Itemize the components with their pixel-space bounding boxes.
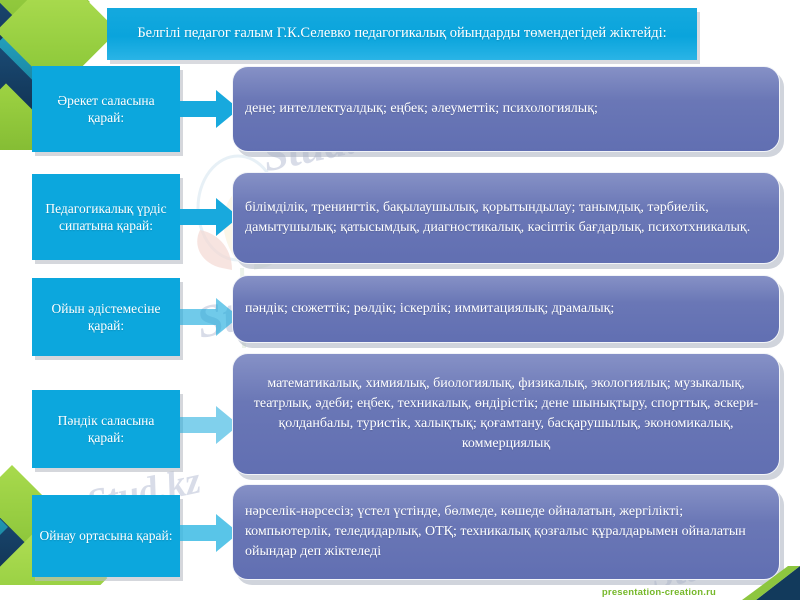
content-panel-5-box[interactable]: нәрселік-нәрсесіз; үстел үстінде, бөлмед… xyxy=(232,484,780,580)
content-panel-1-box[interactable]: дене; интеллектуалдық; еңбек; әлеуметтік… xyxy=(232,66,780,152)
arrow-right-icon-3 xyxy=(180,298,239,336)
content-panel-3-box[interactable]: пәндік; сюжеттік; рөлдік; іскерлік; имми… xyxy=(232,275,780,343)
category-label-1-box[interactable]: Әрекет саласына қарай: xyxy=(32,66,180,152)
arrow-right-icon-5 xyxy=(180,514,239,552)
category-label-5[interactable]: Ойнау ортасына қарай: xyxy=(32,495,183,581)
content-panel-3-text: пәндік; сюжеттік; рөлдік; іскерлік; имми… xyxy=(245,301,615,317)
content-panel-2[interactable]: білімділік, тренингтік, бақылаушылық, қо… xyxy=(232,172,784,269)
category-label-2-text: Педагогикалық үрдіс сипатына қарай: xyxy=(45,200,167,233)
title-banner: Белгілі педагог ғалым Г.К.Селевко педаго… xyxy=(107,8,697,60)
content-panel-1[interactable]: дене; интеллектуалдық; еңбек; әлеуметтік… xyxy=(232,66,784,157)
diamond-green xyxy=(0,0,90,70)
category-label-3[interactable]: Ойын әдістемесіне қарай: xyxy=(32,278,183,360)
arrow-right-icon-1 xyxy=(180,90,239,128)
content-panel-4-text: математикалық, химиялық, биологиялық, фи… xyxy=(253,376,759,451)
content-panel-2-text: білімділік, тренингтік, бақылаушылық, қо… xyxy=(245,200,751,235)
footer-bar xyxy=(0,585,800,600)
page-title: Белгілі педагог ғалым Г.К.Селевко педаго… xyxy=(137,25,667,42)
content-panel-4[interactable]: математикалық, химиялық, биологиялық, фи… xyxy=(232,353,784,480)
category-label-5-box[interactable]: Ойнау ортасына қарай: xyxy=(32,495,180,577)
content-panel-5[interactable]: нәрселік-нәрсесіз; үстел үстінде, бөлмед… xyxy=(232,484,784,585)
arrow-right-icon-4 xyxy=(180,406,239,444)
footer-credit[interactable]: presentation-creation.ru xyxy=(601,587,716,598)
category-label-4-text: Пәндік саласына қарай: xyxy=(57,412,155,445)
arrow-right-icon-2 xyxy=(180,198,239,236)
category-label-4[interactable]: Пәндік саласына қарай: xyxy=(32,390,183,472)
content-panel-2-box[interactable]: білімділік, тренингтік, бақылаушылық, қо… xyxy=(232,172,780,264)
content-panel-1-text: дене; интеллектуалдық; еңбек; әлеуметтік… xyxy=(245,101,598,117)
category-label-1[interactable]: Әрекет саласына қарай: xyxy=(32,66,183,156)
content-panel-3[interactable]: пәндік; сюжеттік; рөлдік; іскерлік; имми… xyxy=(232,275,784,348)
content-panel-5-text: нәрселік-нәрсесіз; үстел үстінде, бөлмед… xyxy=(245,504,746,559)
footer-corner-decoration xyxy=(742,566,800,600)
category-label-1-text: Әрекет саласына қарай: xyxy=(57,92,155,125)
slide-title-banner: Белгілі педагог ғалым Г.К.Селевко педаго… xyxy=(107,8,700,64)
category-label-5-text: Ойнау ортасына қарай: xyxy=(39,528,173,544)
category-label-2[interactable]: Педагогикалық үрдіс сипатына қарай: xyxy=(32,174,183,264)
category-label-2-box[interactable]: Педагогикалық үрдіс сипатына қарай: xyxy=(32,174,180,260)
category-label-3-text: Ойын әдістемесіне қарай: xyxy=(51,300,161,333)
diamond-teal-b1 xyxy=(0,485,9,569)
category-label-4-box[interactable]: Пәндік саласына қарай: xyxy=(32,390,180,468)
category-label-3-box[interactable]: Ойын әдістемесіне қарай: xyxy=(32,278,180,356)
content-panel-4-box[interactable]: математикалық, химиялық, биологиялық, фи… xyxy=(232,353,780,475)
